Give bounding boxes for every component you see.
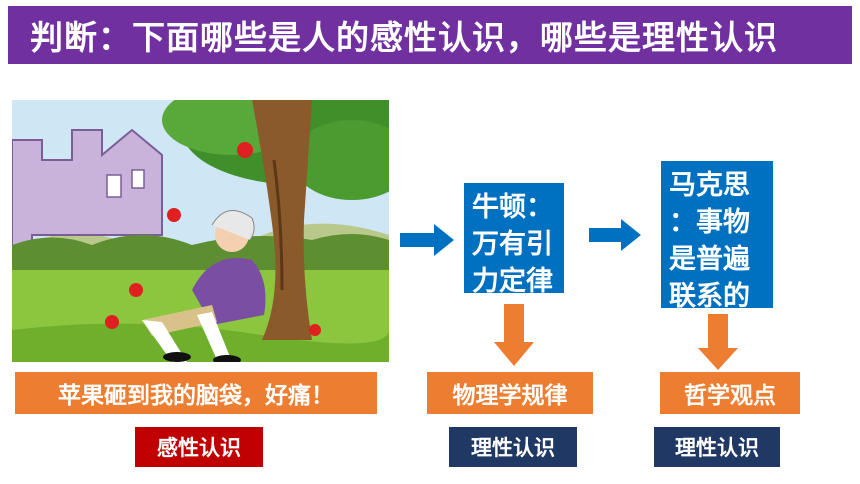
newton-line-1: 牛顿： [472, 192, 553, 223]
apple-caption: 苹果砸到我的脑袋，好痛！ [15, 372, 377, 414]
newton-line-3: 力定律 [472, 266, 553, 297]
rational-knowledge-tag: 理性认识 [654, 427, 780, 467]
philosophy-caption: 哲学观点 [660, 372, 800, 414]
rational-knowledge-tag: 理性认识 [449, 427, 577, 467]
newton-law-box: 牛顿： 万有引 力定律 [464, 183, 564, 297]
marx-line-3: 是普遍 [669, 244, 750, 275]
arrow-down-icon [698, 314, 738, 370]
marx-line-1: 马克思 [669, 170, 750, 201]
marx-line-2: ：事物 [669, 207, 750, 238]
newton-line-2: 万有引 [472, 229, 553, 260]
marx-line-4: 联系的 [669, 281, 750, 312]
page-title: 判断：下面哪些是人的感性认识，哪些是理性认识 [8, 6, 852, 64]
newton-apple-illustration [12, 100, 389, 362]
arrow-right-icon [400, 224, 454, 256]
arrow-right-icon [589, 219, 641, 251]
perceptual-knowledge-tag: 感性认识 [135, 427, 263, 467]
marx-view-box: 马克思 ：事物 是普遍 联系的 [661, 161, 773, 312]
arrow-down-icon [494, 304, 534, 366]
physics-caption: 物理学规律 [427, 372, 593, 414]
